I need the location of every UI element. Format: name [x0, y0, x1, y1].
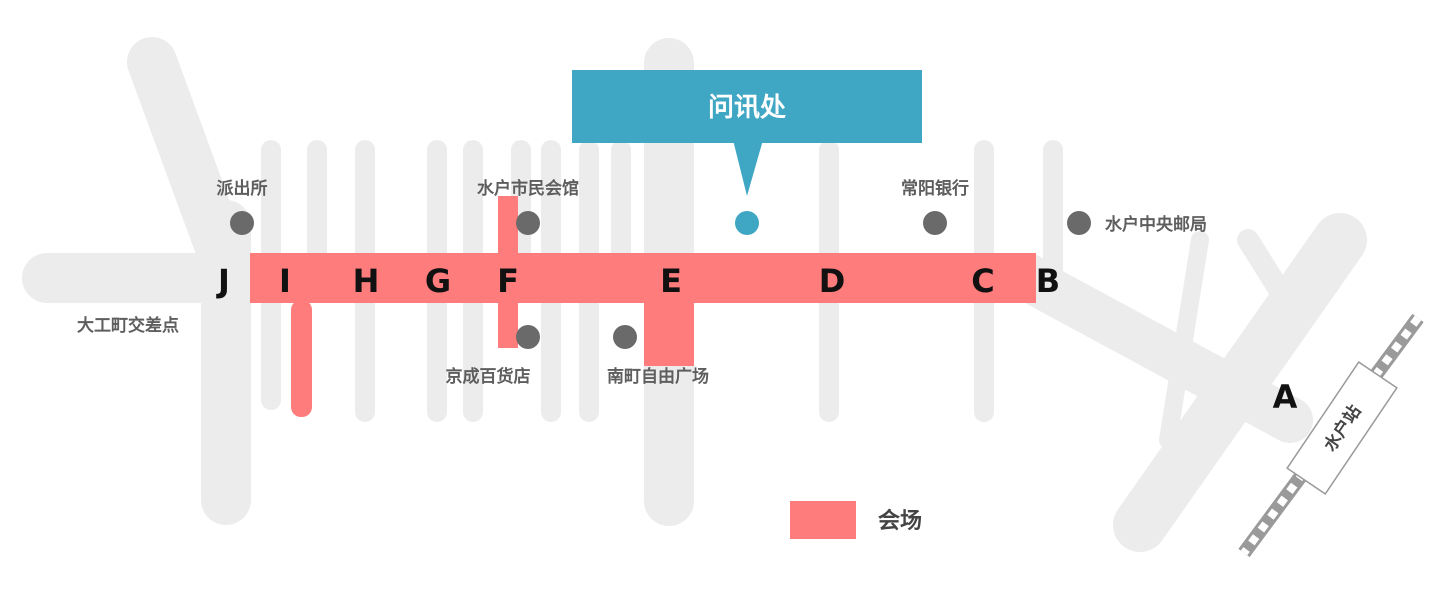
section-labels: J I H G F E D C B A [216, 262, 1298, 416]
section-label-b: B [1036, 262, 1060, 300]
poi-dot-joyo-bank [923, 211, 947, 235]
poi-dot-info [735, 211, 759, 235]
poi-label-minamimachi-plaza: 南町自由广场 [607, 366, 709, 387]
section-label-h: H [353, 262, 380, 300]
section-label-c: C [971, 262, 994, 300]
poi-labels: 派出所 水户市民会馆 常阳银行 水户中央邮局 大工町交差点 京成百货店 南町自由… [77, 178, 1207, 387]
section-label-g: G [425, 262, 451, 300]
station-road-thin-1 [1159, 231, 1209, 449]
poi-label-intersection: 大工町交差点 [77, 315, 179, 336]
section-label-e: E [660, 262, 682, 300]
station-building-box [1286, 361, 1398, 495]
section-label-i: I [279, 262, 291, 300]
poi-markers [230, 211, 1091, 349]
poi-dot-police-box [230, 211, 254, 235]
map-legend: 会场 [790, 501, 922, 539]
poi-label-post-office: 水户中央邮局 [1105, 214, 1207, 235]
poi-label-police-box: 派出所 [217, 178, 268, 199]
venue-branch-f [498, 196, 518, 348]
poi-dot-minamimachi-plaza [613, 325, 637, 349]
section-label-j: J [216, 262, 230, 300]
info-callout-pointer [733, 140, 763, 196]
poi-dot-civic-hall [516, 211, 540, 235]
station-building: 水户站 [1286, 361, 1398, 495]
side-street-12 [1043, 140, 1063, 300]
station-road-main [1113, 213, 1367, 552]
venue-main-strip [250, 253, 1036, 303]
venue-branch-i [291, 300, 312, 417]
poi-dot-keisei-store [516, 325, 540, 349]
section-label-d: D [819, 262, 846, 300]
road-vertical-j [201, 200, 251, 525]
info-callout-box [572, 70, 922, 143]
poi-label-joyo-bank: 常阳银行 [901, 178, 969, 199]
info-callout: 问讯处 [572, 70, 922, 196]
legend-venue-label: 会场 [878, 508, 922, 534]
legend-venue-swatch [790, 501, 856, 539]
venue-branch-e [644, 300, 694, 366]
station-road-thin-2 [1237, 229, 1303, 321]
section-label-f: F [497, 262, 519, 300]
poi-dot-post-office [1067, 211, 1091, 235]
section-label-a: A [1273, 378, 1298, 416]
venue-area [250, 196, 1036, 417]
poi-label-civic-hall: 水户市民会馆 [477, 178, 579, 199]
info-callout-label: 问讯处 [708, 93, 786, 123]
poi-label-keisei-store: 京成百货店 [446, 366, 531, 387]
